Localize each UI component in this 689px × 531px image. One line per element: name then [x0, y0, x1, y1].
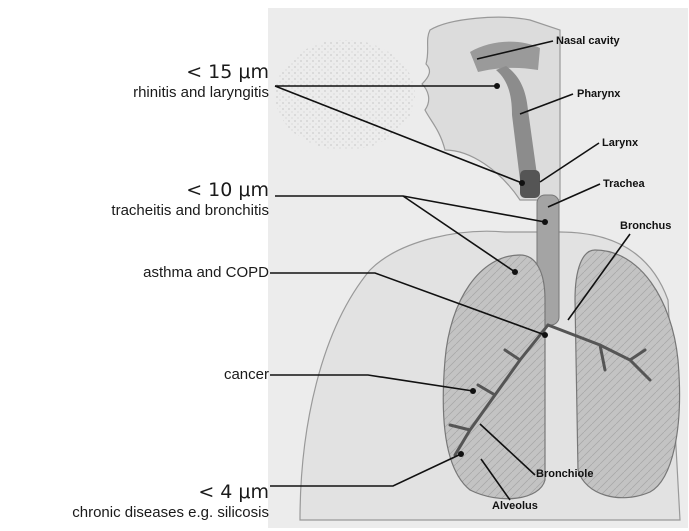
disease-label: chronic diseases e.g. silicosis — [72, 504, 269, 521]
label-pharynx: Pharynx — [577, 88, 620, 100]
dot-nasal — [494, 83, 500, 89]
group-asthma: asthma and COPD — [143, 264, 269, 281]
label-bronchiole: Bronchiole — [536, 468, 593, 480]
size-label: < 10 μm — [111, 180, 269, 202]
group-10um: < 10 μm tracheitis and bronchitis — [111, 180, 269, 219]
label-trachea: Trachea — [603, 178, 645, 190]
size-label: < 15 μm — [133, 62, 269, 84]
label-larynx: Larynx — [602, 137, 638, 149]
disease-label: asthma and COPD — [143, 264, 269, 281]
dot-bronchus — [542, 332, 548, 338]
disease-label: tracheitis and bronchitis — [111, 202, 269, 219]
disease-label: rhinitis and laryngitis — [133, 84, 269, 101]
group-cancer: cancer — [224, 366, 269, 383]
group-15um: < 15 μm rhinitis and laryngitis — [133, 62, 269, 101]
dot-trachea — [542, 219, 548, 225]
label-bronchus: Bronchus — [620, 220, 671, 232]
label-nasal-cavity: Nasal cavity — [556, 35, 620, 47]
dot-larynx — [519, 180, 525, 186]
disease-label: cancer — [224, 366, 269, 383]
dot-alveolus — [458, 451, 464, 457]
group-4um: < 4 μm chronic diseases e.g. silicosis — [72, 482, 269, 521]
dot-bronchiole — [470, 388, 476, 394]
dot-lung — [512, 269, 518, 275]
size-label: < 4 μm — [72, 482, 269, 504]
label-alveolus: Alveolus — [492, 500, 538, 512]
